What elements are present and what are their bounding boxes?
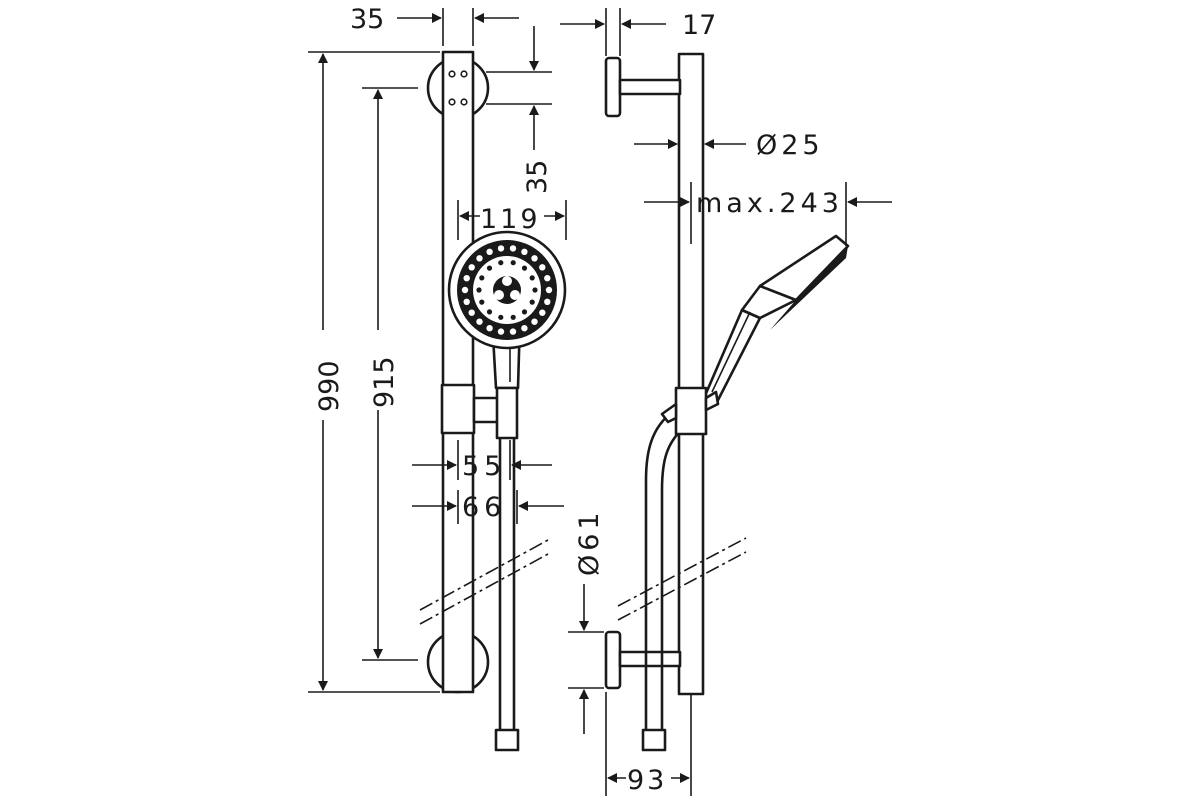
nozzle [544, 298, 551, 305]
slider-holder [440, 383, 502, 435]
dim-pipe-diameter: Ø25 [634, 130, 824, 161]
nozzle [544, 275, 551, 282]
shower-hose-front [494, 428, 520, 752]
nozzle [510, 260, 516, 266]
max-reach-label: max.243 [696, 188, 843, 219]
rail-length-label: 990 [314, 360, 345, 412]
nozzle [531, 318, 538, 325]
nozzle [486, 265, 493, 271]
break-lines-front [419, 539, 549, 625]
slide-rail [441, 50, 475, 694]
nozzle [498, 314, 504, 320]
dim-bracket-diameter: Ø61 [568, 508, 605, 734]
break-lines-side [617, 537, 747, 621]
nozzle [486, 248, 493, 255]
nozzle [521, 325, 528, 332]
nozzle [463, 275, 470, 282]
nozzle [476, 318, 483, 325]
bracket-diameter-label: Ø61 [574, 508, 605, 576]
hand-shower-side [702, 234, 850, 406]
dim-max-reach: max.243 [644, 182, 892, 246]
nozzle [532, 287, 538, 293]
nozzle [479, 299, 485, 305]
head-diameter-label: 119 [480, 204, 541, 235]
nozzle [509, 328, 517, 335]
nozzle [497, 245, 505, 252]
rail-width-label: 35 [350, 4, 384, 35]
holder-width-a-label: 55 [462, 451, 506, 482]
dim-wall-offset: 17 [560, 8, 716, 56]
nozzle [529, 299, 535, 305]
side-bottom-bracket [604, 630, 682, 690]
nozzle [531, 255, 538, 262]
front-view: 35 35 990 915 [308, 4, 567, 752]
dim-head-diameter: 119 [457, 200, 567, 240]
bracket-spacing-label: 915 [369, 356, 400, 408]
nozzle [509, 245, 517, 252]
nozzle [468, 264, 475, 271]
nozzle-pattern [461, 245, 553, 335]
dim-holder-width-b: 66 [412, 490, 564, 524]
nozzle [539, 264, 546, 271]
bracket-pitch-label: 35 [522, 160, 553, 194]
nozzle [461, 286, 469, 294]
nozzle [498, 260, 504, 266]
side-rail [677, 52, 705, 696]
dim-holder-width-a: 55 [412, 440, 552, 482]
nozzle [463, 298, 470, 305]
nozzle [521, 248, 528, 255]
wall-offset-label: 17 [682, 10, 716, 41]
bracket-projection-label: 93 [627, 765, 667, 796]
holder-width-b-label: 66 [462, 492, 506, 523]
nozzle [521, 309, 528, 315]
dim-bracket-projection: 93 [605, 692, 692, 796]
shower-head-front [447, 230, 567, 350]
nozzle [539, 309, 546, 316]
nozzle [497, 328, 505, 335]
nozzle [486, 309, 493, 315]
bracket-screw-holes [448, 70, 468, 106]
nozzle [468, 309, 475, 316]
nozzle [545, 286, 553, 294]
dim-bracket-pitch: 35 [486, 26, 553, 194]
side-view: 17 Ø25 max.243 Ø61 [560, 8, 892, 796]
dim-rail-width: 35 [350, 4, 519, 46]
dim-rail-length: 990 [308, 51, 440, 693]
side-top-bracket [604, 56, 682, 118]
nozzle [486, 325, 493, 332]
side-slider-holder [660, 386, 720, 436]
nozzle [529, 275, 535, 281]
nozzle [479, 275, 485, 281]
pipe-diameter-label: Ø25 [756, 130, 824, 161]
nozzle [510, 314, 516, 320]
nozzle [476, 255, 483, 262]
dim-bracket-spacing: 915 [362, 87, 418, 661]
nozzle [521, 265, 528, 271]
nozzle [476, 287, 482, 293]
